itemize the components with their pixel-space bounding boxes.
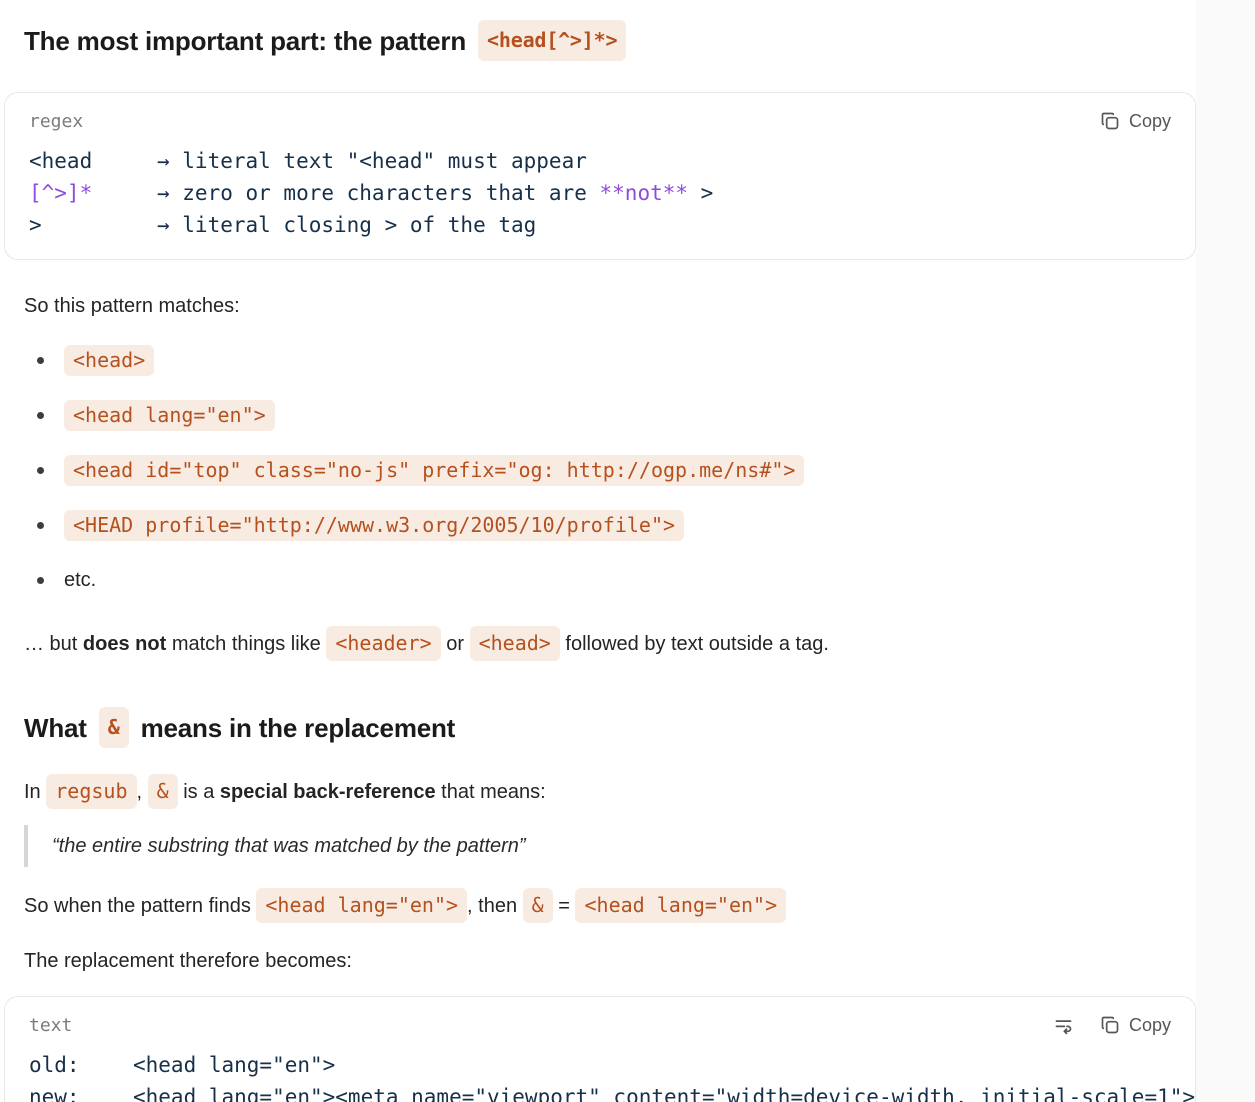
text-run: In xyxy=(24,780,47,803)
regex-token: > xyxy=(29,213,42,237)
regex-token: [^>]* xyxy=(29,181,93,205)
code-language-label: text xyxy=(29,1014,73,1036)
text-run: match things like xyxy=(166,632,327,655)
regsub-explanation: In regsub, & is a special back-reference… xyxy=(24,774,1255,809)
code-block-regex: regex Copy <head → literal text "<head" m… xyxy=(4,92,1196,260)
list-item: <head lang="en"> xyxy=(37,400,1255,431)
code-line: [^>]*→ zero or more characters that are … xyxy=(29,177,1171,209)
text-run: or xyxy=(440,632,470,655)
token-description: → literal closing > of the tag xyxy=(157,213,537,237)
match-example-code: <head> xyxy=(64,345,155,376)
line-value: <head lang="en"> xyxy=(133,1053,336,1077)
inline-code: <head> xyxy=(469,626,560,661)
line-key: old: xyxy=(29,1053,80,1077)
list-item: <head> xyxy=(37,345,1255,376)
list-item: <head id="top" class="no-js" prefix="og:… xyxy=(37,455,1255,486)
list-item: <HEAD profile="http://www.w3.org/2005/10… xyxy=(37,510,1255,541)
inline-code: <head lang="en"> xyxy=(575,888,787,923)
copy-button[interactable]: Copy xyxy=(1100,111,1171,132)
caveat-text: … but does not match things like <header… xyxy=(24,626,1255,661)
token-description: → zero or more characters that are xyxy=(157,181,600,205)
line-value: <head lang="en"><meta name="viewport" co… xyxy=(133,1085,1196,1102)
heading-text: means in the replacement xyxy=(140,712,456,743)
match-example-code: <HEAD profile="http://www.w3.org/2005/10… xyxy=(64,510,685,541)
copy-icon xyxy=(1100,1015,1120,1035)
text-run: = xyxy=(552,894,576,917)
match-examples-list: <head> <head lang="en"> <head id="top" c… xyxy=(37,345,1255,595)
copy-icon xyxy=(1100,111,1120,131)
token-description: → literal text "<head" must appear xyxy=(157,149,587,173)
page-right-gutter xyxy=(1196,0,1255,1102)
wrap-lines-button[interactable] xyxy=(1053,1015,1074,1036)
inline-code: <header> xyxy=(326,626,441,661)
replacement-intro-text: The replacement therefore becomes: xyxy=(24,950,352,972)
code-block-header: text Copy xyxy=(5,997,1195,1037)
inline-code: <head lang="en"> xyxy=(256,888,468,923)
text-run: followed by text outside a tag. xyxy=(559,632,829,655)
pattern-finds-text: So when the pattern finds <head lang="en… xyxy=(24,888,1255,923)
etc-text: etc. xyxy=(64,568,97,591)
text-run: , then xyxy=(467,894,523,917)
code-block-text: text Copy old: <head lang="en"> new: <head… xyxy=(4,996,1196,1102)
code-block-header: regex Copy xyxy=(5,93,1195,133)
code-language-label: regex xyxy=(29,110,84,132)
match-example-code: <head lang="en"> xyxy=(64,400,275,431)
copy-button[interactable]: Copy xyxy=(1100,1015,1171,1036)
heading-text: What xyxy=(24,712,87,743)
list-item: etc. xyxy=(37,565,1255,595)
text-run: that means: xyxy=(435,780,546,803)
line-key: new: xyxy=(29,1085,80,1102)
code-content: <head→ literal text "<head" must appear … xyxy=(5,133,1195,259)
inline-code: regsub xyxy=(46,774,137,809)
inline-code: & xyxy=(147,774,178,809)
section-heading-replacement: What & means in the replacement xyxy=(24,707,1255,748)
code-line: new: <head lang="en"><meta name="viewport… xyxy=(29,1081,1195,1102)
emphasis-token: **not** xyxy=(599,181,689,205)
blockquote: “the entire substring that was matched b… xyxy=(24,825,1255,867)
copy-label: Copy xyxy=(1128,110,1171,131)
pattern-inline-code: <head[^>]*> xyxy=(478,20,627,61)
code-line: <head → literal text "<head" must appear xyxy=(29,145,1171,177)
regex-token: <head xyxy=(29,149,93,173)
wrap-lines-icon xyxy=(1053,1015,1074,1036)
match-example-code: <head id="top" class="no-js" prefix="og:… xyxy=(64,455,805,486)
code-content: old: <head lang="en"> new: <head lang="en"… xyxy=(5,1037,1195,1102)
text-run: is a xyxy=(177,780,220,803)
text-run: … but xyxy=(24,632,83,655)
heading-text: The most important part: the pattern xyxy=(24,25,467,56)
ampersand-inline-code: & xyxy=(98,707,129,748)
bold-text: special back-reference xyxy=(219,780,436,803)
copy-label: Copy xyxy=(1128,1014,1171,1035)
text-run: , xyxy=(136,780,148,803)
text-run: So when the pattern finds xyxy=(24,894,257,917)
bold-text: does not xyxy=(82,632,167,655)
inline-code: & xyxy=(522,888,553,923)
code-line: old: <head lang="en"> xyxy=(29,1049,1171,1081)
token-description: > xyxy=(688,181,714,205)
matches-intro-text: So this pattern matches: xyxy=(24,295,240,317)
code-line: > → literal closing > of the tag xyxy=(29,209,1171,241)
section-heading-pattern: The most important part: the pattern <he… xyxy=(24,20,1255,61)
